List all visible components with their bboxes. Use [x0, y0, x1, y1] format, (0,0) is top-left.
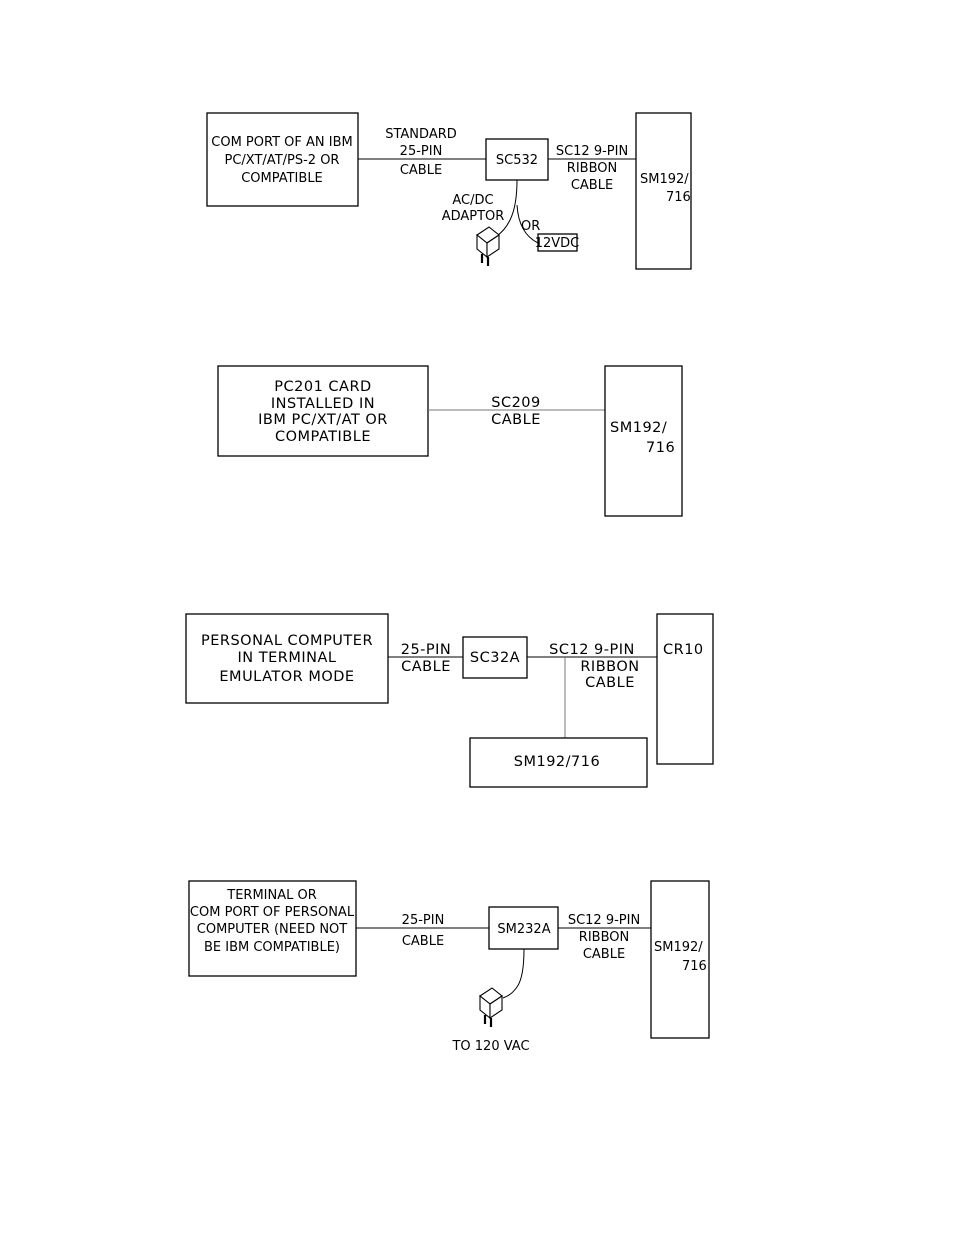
computer-label-line-4: BE IBM COMPATIBLE) [204, 940, 340, 955]
ibm-pc-com-port-box [206, 112, 359, 207]
sm192-716-module-box [650, 880, 710, 1039]
module-label-line-2: 716 [646, 440, 675, 456]
cable1-label-line-1: STANDARD [385, 127, 457, 142]
cable2-label-line-1: SC12 9-PIN [568, 913, 640, 928]
diagram-sc32a: PERSONAL COMPUTER IN TERMINAL EMULATOR M… [185, 613, 714, 788]
wall-adaptor-icon [476, 226, 500, 266]
sc32a-label: SC32A [470, 650, 520, 666]
cable1-label-line-2: CABLE [401, 659, 451, 675]
cr10-logger-box [656, 613, 714, 765]
sm232a-label: SM232A [497, 922, 550, 937]
cable2-label-line-3: CABLE [585, 675, 635, 691]
module-label-line-1: SM192/ [610, 420, 667, 436]
power-lead [496, 179, 518, 237]
cable-label-line-2: CABLE [491, 412, 541, 428]
personal-computer-box [185, 613, 389, 704]
12vdc-box [537, 233, 578, 252]
computer-label-line-4: COMPATIBLE [275, 429, 371, 445]
pc201-card-box [217, 365, 429, 457]
cable1-label-line-2: CABLE [402, 934, 444, 949]
power-lead [502, 948, 525, 999]
computer-label-line-3: COMPUTER (NEED NOT [197, 922, 348, 937]
cable2-label-line-1: SC12 9-PIN [556, 144, 628, 159]
cable2-label-line-1: SC12 9-PIN [549, 642, 635, 658]
sm192-716-module-box [604, 365, 683, 517]
diagram-sc532: COM PORT OF AN IBM PC/XT/AT/PS-2 OR COMP… [206, 112, 692, 270]
computer-label-line-1: TERMINAL OR [226, 888, 317, 903]
wall-adaptor-icon [479, 987, 503, 1027]
sm192-716-module-box [635, 112, 692, 270]
cr10-label: CR10 [663, 642, 704, 658]
computer-label-line-1: COM PORT OF AN IBM [211, 135, 352, 150]
computer-label-line-2: COM PORT OF PERSONAL [190, 905, 355, 920]
cable2-label-line-2: RIBBON [567, 161, 617, 176]
adaptor-label-line-1: AC/DC [452, 193, 493, 208]
module-label-line-1: SM192/ [654, 940, 703, 955]
computer-label-line-1: PERSONAL COMPUTER [201, 633, 373, 649]
cable1-label-line-3: CABLE [400, 163, 442, 178]
module-label-line-2: 716 [666, 190, 691, 205]
computer-label-line-2: IN TERMINAL [238, 650, 337, 666]
cable1-label-line-1: 25-PIN [402, 913, 445, 928]
diagram-sm232a: TERMINAL OR COM PORT OF PERSONAL COMPUTE… [188, 880, 710, 1054]
power-lead-branch [516, 204, 539, 244]
cable1-label-line-1: 25-PIN [401, 642, 452, 658]
sc32a-interface-box [462, 636, 528, 679]
cable2-label-line-3: CABLE [583, 947, 625, 962]
adaptor-label-line-2: ADAPTOR [442, 209, 505, 224]
computer-label-line-3: IBM PC/XT/AT OR [258, 412, 388, 428]
module-label-line-1: SM192/ [640, 172, 689, 187]
cable2-label-line-3: CABLE [571, 178, 613, 193]
sc532-interface-box [485, 138, 549, 181]
computer-label-line-1: PC201 CARD [274, 379, 371, 395]
or-label: OR [521, 219, 540, 234]
sm232a-interface-box [488, 906, 559, 950]
module-label: SM192/716 [514, 754, 600, 770]
cable1-label-line-2: 25-PIN [400, 144, 443, 159]
computer-label-line-3: EMULATOR MODE [219, 669, 354, 685]
computer-label-line-2: PC/XT/AT/PS-2 OR [225, 153, 340, 168]
sc532-label: SC532 [496, 153, 538, 168]
cable2-label-line-2: RIBBON [579, 930, 629, 945]
cable2-label-line-2: RIBBON [580, 659, 639, 675]
module-label-line-2: 716 [682, 959, 707, 974]
computer-label-line-3: COMPATIBLE [241, 171, 323, 186]
sm192-716-module-box [469, 737, 648, 788]
12vdc-label: 12VDC [535, 236, 580, 251]
computer-label-line-2: INSTALLED IN [271, 396, 375, 412]
diagram-pc201: PC201 CARD INSTALLED IN IBM PC/XT/AT OR … [217, 365, 683, 517]
power-label: TO 120 VAC [451, 1039, 529, 1054]
cable-label-line-1: SC209 [491, 395, 541, 411]
